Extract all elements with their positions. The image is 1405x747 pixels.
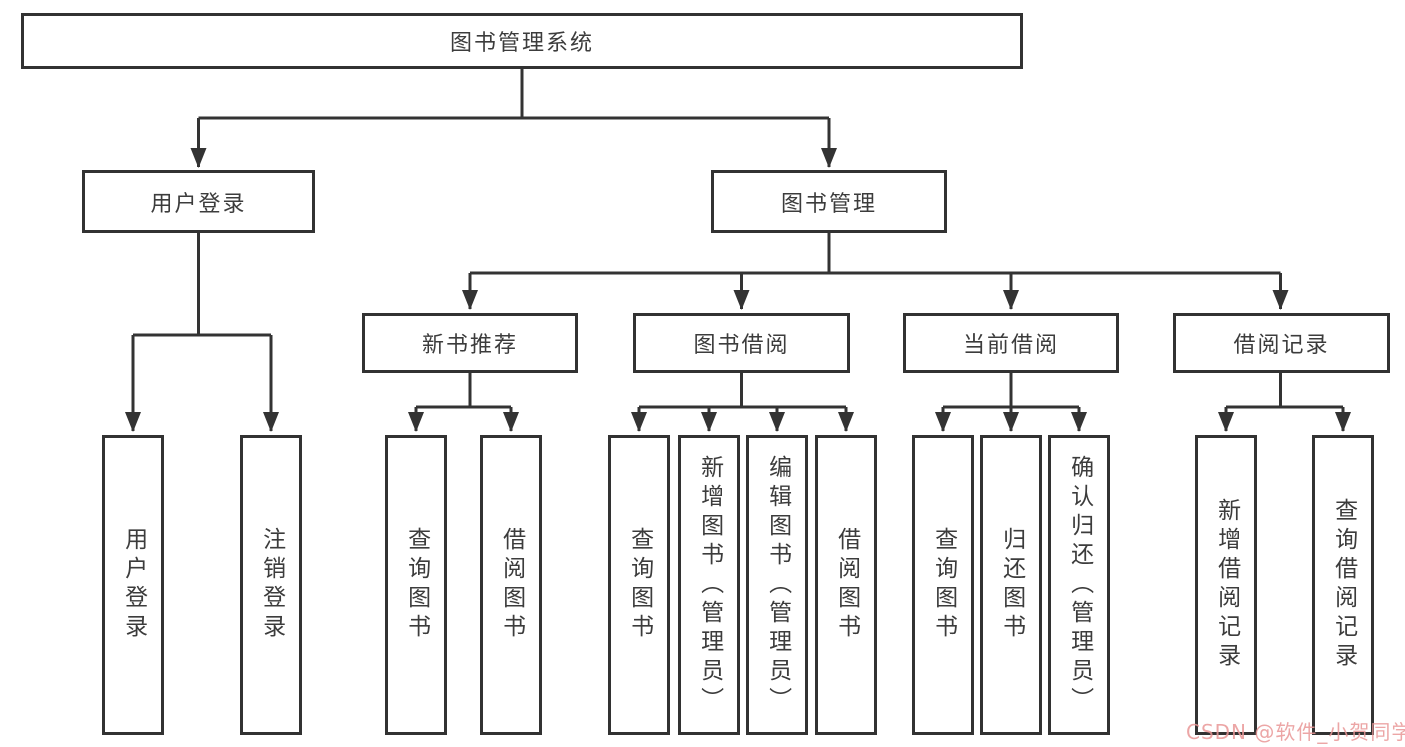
leaf-query-books-2: 查询图书 (608, 435, 670, 735)
leaf-logout-label: 注销登录 (258, 527, 285, 643)
leaf-return-books-label: 归还图书 (998, 527, 1025, 643)
leaf-user-login-label: 用户登录 (120, 527, 147, 643)
leaf-add-book-admin-label: 新增图书（管理员） (696, 454, 723, 716)
node-book-borrow: 图书借阅 (633, 313, 850, 373)
node-root-label: 图书管理系统 (449, 31, 594, 56)
leaf-query-books-3-label: 查询图书 (930, 527, 957, 643)
leaf-query-borrow-record: 查询借阅记录 (1312, 435, 1374, 735)
node-current-borrow-label: 当前借阅 (962, 333, 1059, 358)
leaf-query-books-2-label: 查询图书 (626, 527, 653, 643)
leaf-edit-book-admin-label: 编辑图书（管理员） (764, 454, 791, 716)
node-book-mgmt-label: 图书管理 (780, 191, 877, 217)
node-borrow-records: 借阅记录 (1173, 313, 1390, 373)
leaf-add-borrow-record: 新增借阅记录 (1195, 435, 1257, 735)
leaf-query-books-3: 查询图书 (912, 435, 974, 735)
node-new-book-recommend: 新书推荐 (362, 313, 578, 373)
leaf-borrow-books-1-label: 借阅图书 (498, 527, 525, 643)
node-user-login: 用户登录 (82, 170, 315, 233)
leaf-edit-book-admin: 编辑图书（管理员） (746, 435, 808, 735)
leaf-confirm-return-admin: 确认归还（管理员） (1048, 435, 1110, 735)
node-book-mgmt: 图书管理 (711, 170, 947, 233)
leaf-logout: 注销登录 (240, 435, 302, 735)
node-borrow-records-label: 借阅记录 (1233, 333, 1330, 358)
leaf-add-book-admin: 新增图书（管理员） (678, 435, 740, 735)
node-book-borrow-label: 图书借阅 (693, 333, 790, 358)
csdn-watermark: CSDN @软件_小贺同学 (1186, 720, 1405, 744)
leaf-borrow-books-1: 借阅图书 (480, 435, 542, 735)
leaf-user-login: 用户登录 (102, 435, 164, 735)
leaf-query-books-1-label: 查询图书 (403, 527, 430, 643)
leaf-query-books-1: 查询图书 (385, 435, 447, 735)
leaf-confirm-return-admin-label: 确认归还（管理员） (1066, 454, 1093, 716)
leaf-return-books: 归还图书 (980, 435, 1042, 735)
node-user-login-label: 用户登录 (150, 191, 247, 217)
leaf-borrow-books-2-label: 借阅图书 (833, 527, 860, 643)
node-current-borrow: 当前借阅 (903, 313, 1119, 373)
leaf-query-borrow-record-label: 查询借阅记录 (1330, 498, 1357, 672)
elbow-connectors (133, 69, 1343, 409)
leaf-add-borrow-record-label: 新增借阅记录 (1213, 498, 1240, 672)
leaf-borrow-books-2: 借阅图书 (815, 435, 877, 735)
node-new-book-recommend-label: 新书推荐 (421, 333, 518, 358)
node-root-system: 图书管理系统 (21, 13, 1023, 69)
